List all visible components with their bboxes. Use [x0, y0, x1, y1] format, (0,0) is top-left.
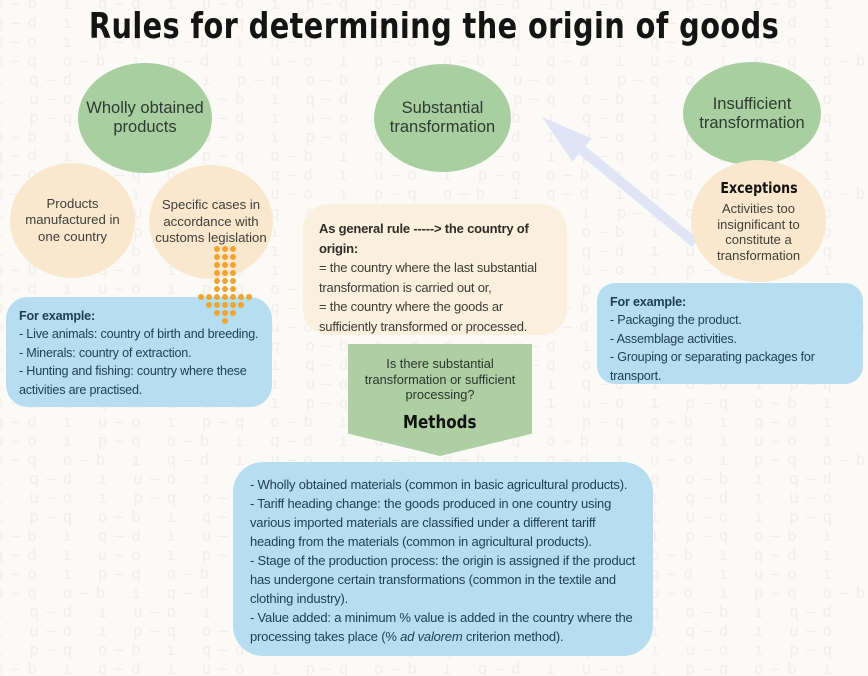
dot-row	[196, 302, 254, 308]
dot-row	[196, 254, 254, 260]
general-rule-line: = the country where the last substantial…	[319, 260, 537, 295]
dotted-arrow-down-icon	[196, 246, 254, 326]
value-added-italic: ad valorem	[400, 628, 463, 644]
wholly-example-item: - Hunting and fishing: country where the…	[19, 364, 247, 397]
dot-row	[196, 294, 254, 300]
dot-row	[196, 318, 254, 324]
exceptions-heading: Exceptions	[719, 178, 798, 197]
method-item-value-added: - Value added: a minimum % value is adde…	[250, 609, 636, 647]
wholly-obtained-label: Wholly obtained products	[86, 99, 204, 136]
wholly-obtained-circle: Wholly obtained products	[78, 63, 212, 173]
insufficient-example-item: - Assemblage activities.	[610, 331, 737, 346]
products-one-country-circle: Products manufactured in one country	[10, 163, 135, 278]
specific-cases-circle: Specific cases in accordance with custom…	[149, 165, 273, 279]
dot-row	[196, 270, 254, 276]
dot-row	[196, 262, 254, 268]
general-rule-line: = the country where the goods ar suffici…	[319, 299, 528, 334]
wholly-examples-box: For example: - Live animals: country of …	[6, 297, 272, 407]
dot-row	[196, 278, 254, 284]
general-rule-box: As general rule -----> the country of or…	[303, 204, 567, 335]
insufficient-transformation-circle: Insufficient transformation	[683, 62, 821, 165]
insufficient-example-item: - Grouping or separating packages for tr…	[610, 350, 815, 383]
general-rule-heading: As general rule -----> the country of or…	[319, 221, 529, 256]
insufficient-examples-box: For example: - Packaging the product. - …	[597, 283, 863, 384]
exceptions-text: Activities too insignificant to constitu…	[716, 201, 801, 263]
exceptions-circle: Exceptions Activities too insignificant …	[691, 160, 826, 282]
substantial-transformation-label: Substantial transformation	[389, 99, 496, 136]
page-title: Rules for determining the origin of good…	[88, 6, 780, 47]
methods-pointer-shape: Is there substantial transformation or s…	[348, 344, 532, 456]
substantial-question: Is there substantial transformation or s…	[364, 356, 516, 403]
methods-box: - Wholly obtained materials (common in b…	[233, 462, 653, 656]
value-added-pre: - Value added: a minimum % value is adde…	[250, 609, 633, 644]
methods-label: Methods	[403, 411, 477, 433]
products-one-country-label: Products manufactured in one country	[25, 195, 120, 244]
insufficient-example-item: - Packaging the product.	[610, 313, 742, 328]
specific-cases-label: Specific cases in accordance with custom…	[155, 197, 267, 246]
method-item: - Stage of the production process: the o…	[250, 552, 636, 606]
dot-row	[196, 310, 254, 316]
wholly-examples-heading: For example:	[19, 309, 95, 323]
substantial-transformation-circle: Substantial transformation	[374, 64, 511, 172]
wholly-example-item: - Minerals: country of extraction.	[19, 345, 192, 360]
wholly-example-item: - Live animals: country of birth and bre…	[19, 327, 259, 342]
method-item: - Wholly obtained materials (common in b…	[250, 477, 628, 492]
method-item: - Tariff heading change: the goods produ…	[250, 495, 612, 549]
dot-row	[196, 246, 254, 252]
dot-row	[196, 286, 254, 292]
value-added-post: criterion method).	[462, 628, 564, 644]
insufficient-examples-heading: For example:	[610, 295, 686, 309]
insufficient-transformation-label: Insufficient transformation	[699, 94, 805, 132]
